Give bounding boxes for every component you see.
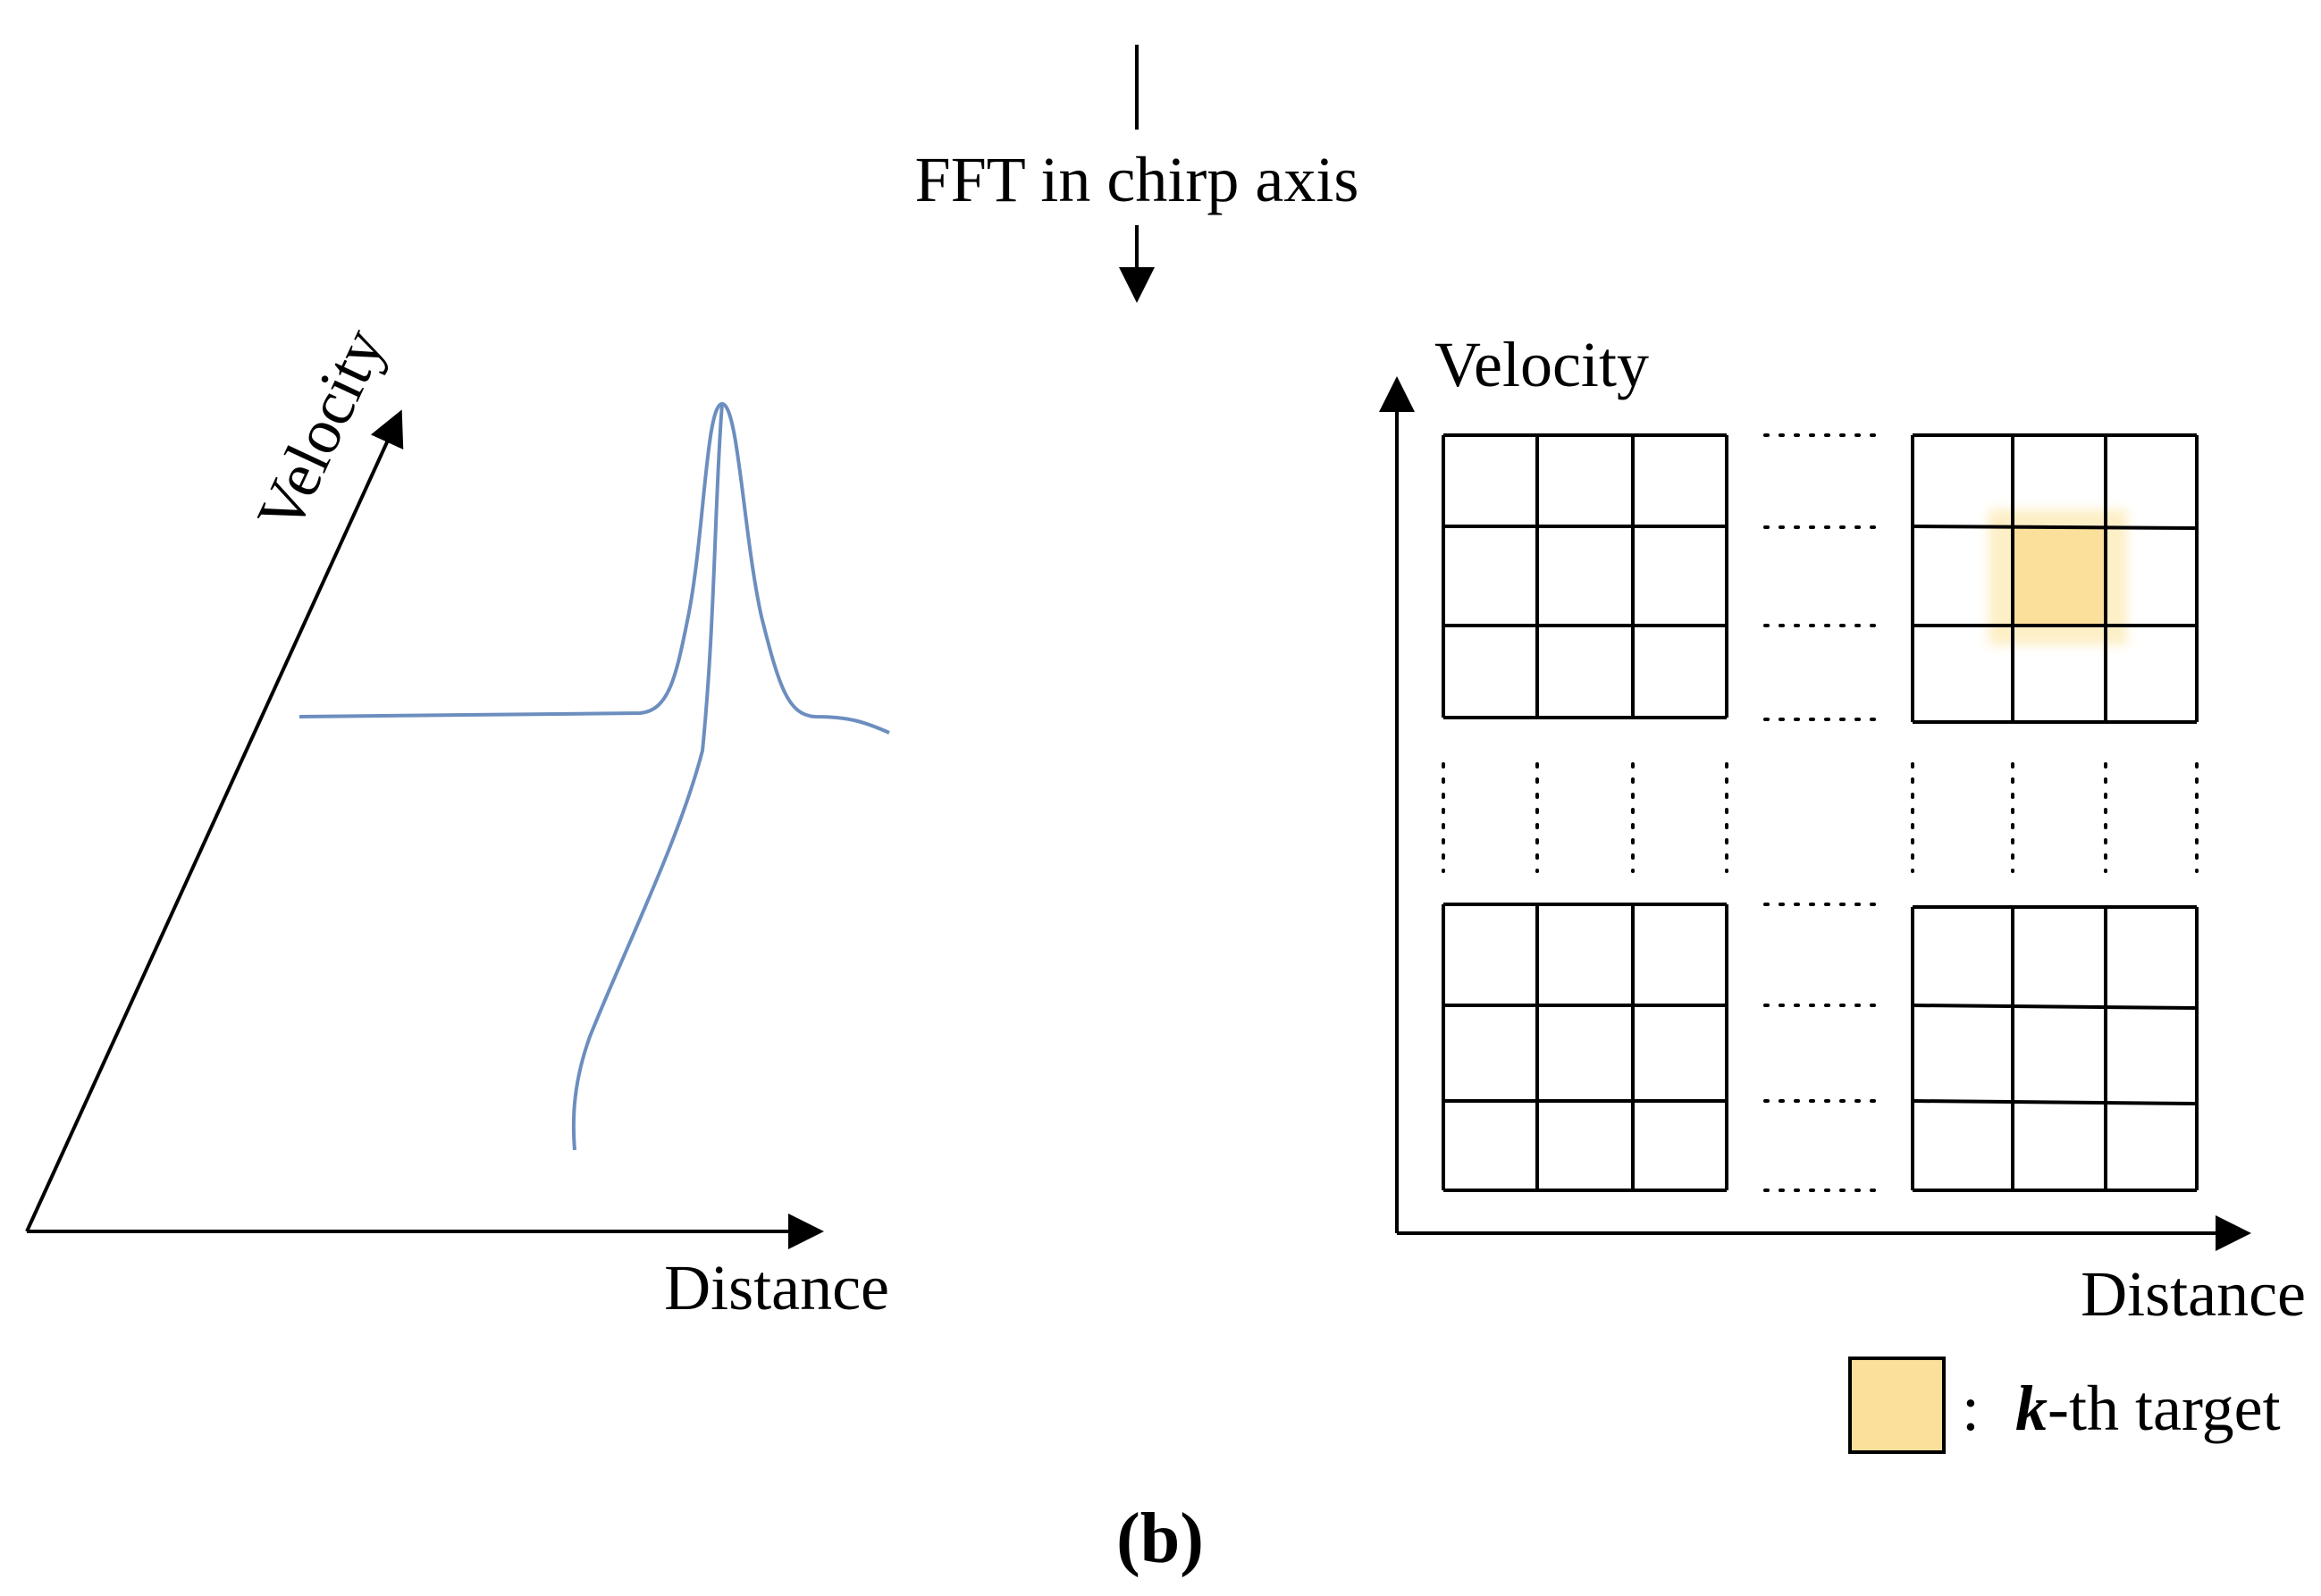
left-y-axis-label: Velocity: [243, 317, 399, 542]
left-y-axis-oblique: [25, 409, 404, 1232]
right-y-axis-label: Velocity: [1434, 329, 1649, 400]
left-3d-plot: Distance Velocity: [25, 317, 890, 1323]
panel-label: (b): [1116, 1499, 1204, 1578]
grid-block-top-right: [1911, 433, 2199, 724]
legend-swatch: [1848, 1357, 1946, 1454]
right-range-doppler-map: Velocity Distance: [1379, 329, 2306, 1454]
grid-lines: [1442, 433, 2199, 1192]
legend-colon: :: [1962, 1373, 1980, 1444]
ellipsis-vertical: [1442, 762, 2199, 873]
target-cell: [2013, 527, 2106, 626]
fft-label: FFT in chirp axis: [915, 144, 1359, 215]
fft-step: FFT in chirp axis: [915, 45, 1359, 303]
legend-text: : k-th target: [1962, 1373, 2281, 1444]
grid-block-bottom-right: [1911, 905, 2199, 1192]
legend-k: k: [2015, 1373, 2048, 1444]
range-profile-curve: [299, 401, 890, 735]
left-x-axis-label: Distance: [664, 1252, 889, 1323]
panel-label-open: (: [1116, 1499, 1140, 1578]
velocity-profile-curve: [571, 403, 724, 1151]
panel-label-close: ): [1180, 1499, 1204, 1578]
grid-block-top-left: [1442, 433, 1728, 719]
grid-block-bottom-left: [1442, 903, 1728, 1192]
panel-label-letter: b: [1140, 1499, 1181, 1578]
legend-suffix: -th target: [2048, 1373, 2281, 1444]
right-x-axis-label: Distance: [2081, 1258, 2306, 1330]
ellipsis-horizontal: [1763, 433, 1883, 1192]
legend: : k-th target: [1848, 1357, 2281, 1454]
